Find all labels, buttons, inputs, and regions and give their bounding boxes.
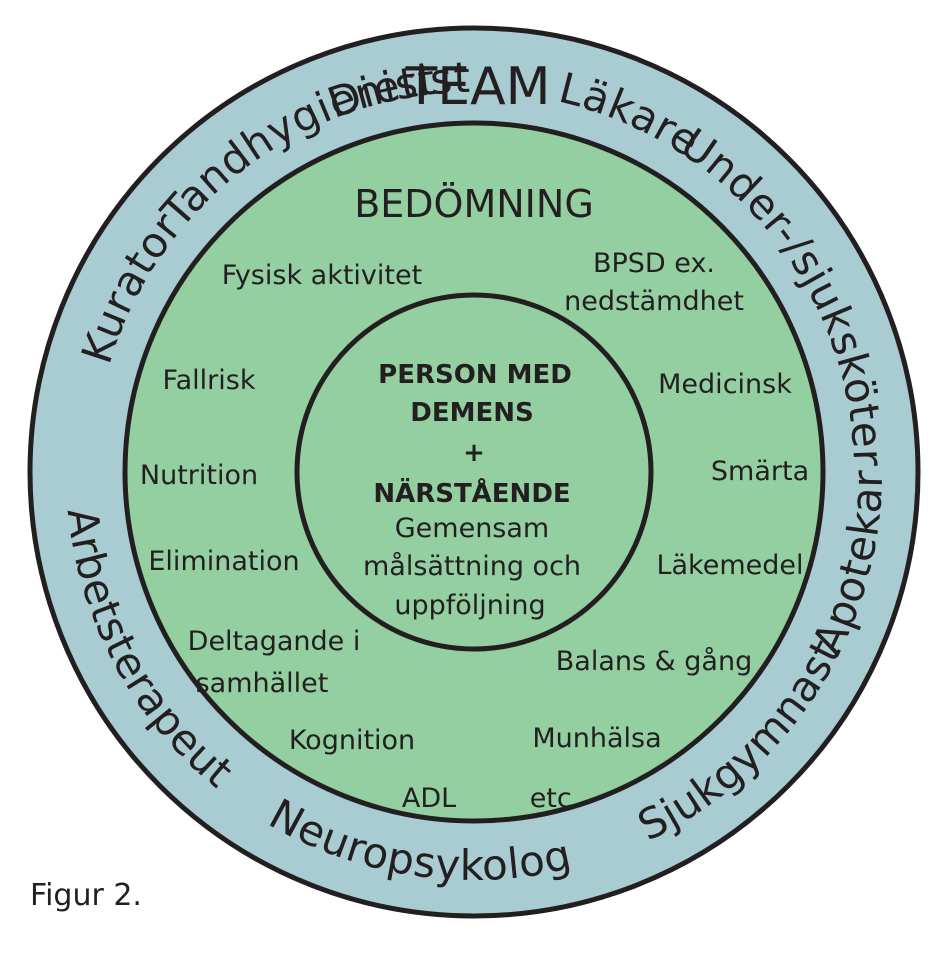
center-sub1: Gemensam — [395, 513, 549, 544]
assessment-item-samhallet: samhället — [196, 668, 329, 699]
center-sub2: målsättning och — [363, 551, 581, 582]
assessment-item-lakemedel: Läkemedel — [656, 550, 803, 581]
assessment-title: BEDÖMNING — [354, 182, 594, 226]
assessment-item-balans-gang: Balans & gång — [556, 646, 752, 677]
assessment-item-fysisk-aktivitet: Fysisk aktivitet — [222, 260, 422, 291]
center-narstaende: NÄRSTÅENDE — [373, 477, 570, 509]
assessment-item-nutrition: Nutrition — [140, 460, 258, 491]
assessment-item-adl: ADL — [402, 783, 456, 814]
assessment-item-munhalsa: Munhälsa — [532, 723, 661, 754]
center-sub3: uppföljning — [394, 590, 545, 621]
center-plus: + — [463, 438, 485, 468]
center-person-line2: DEMENS — [410, 398, 533, 428]
assessment-item-medicinsk: Medicinsk — [658, 369, 792, 400]
assessment-item-kognition: Kognition — [289, 725, 415, 756]
assessment-item-fallrisk: Fallrisk — [163, 365, 256, 396]
assessment-item-smarta: Smärta — [711, 456, 809, 487]
center-person-line1: PERSON MED — [378, 360, 572, 390]
assessment-item-deltagande: Deltagande i — [188, 626, 361, 657]
assessment-item-etc: etc. — [530, 783, 581, 814]
figure-caption: Figur 2. — [30, 878, 142, 913]
assessment-item-nedstamdhet: nedstämdhet — [564, 286, 744, 317]
assessment-item-bpsd: BPSD ex. — [593, 248, 715, 279]
team-title: TEAM — [404, 57, 550, 117]
assessment-item-elimination: Elimination — [148, 546, 299, 577]
person-circle — [294, 292, 654, 652]
